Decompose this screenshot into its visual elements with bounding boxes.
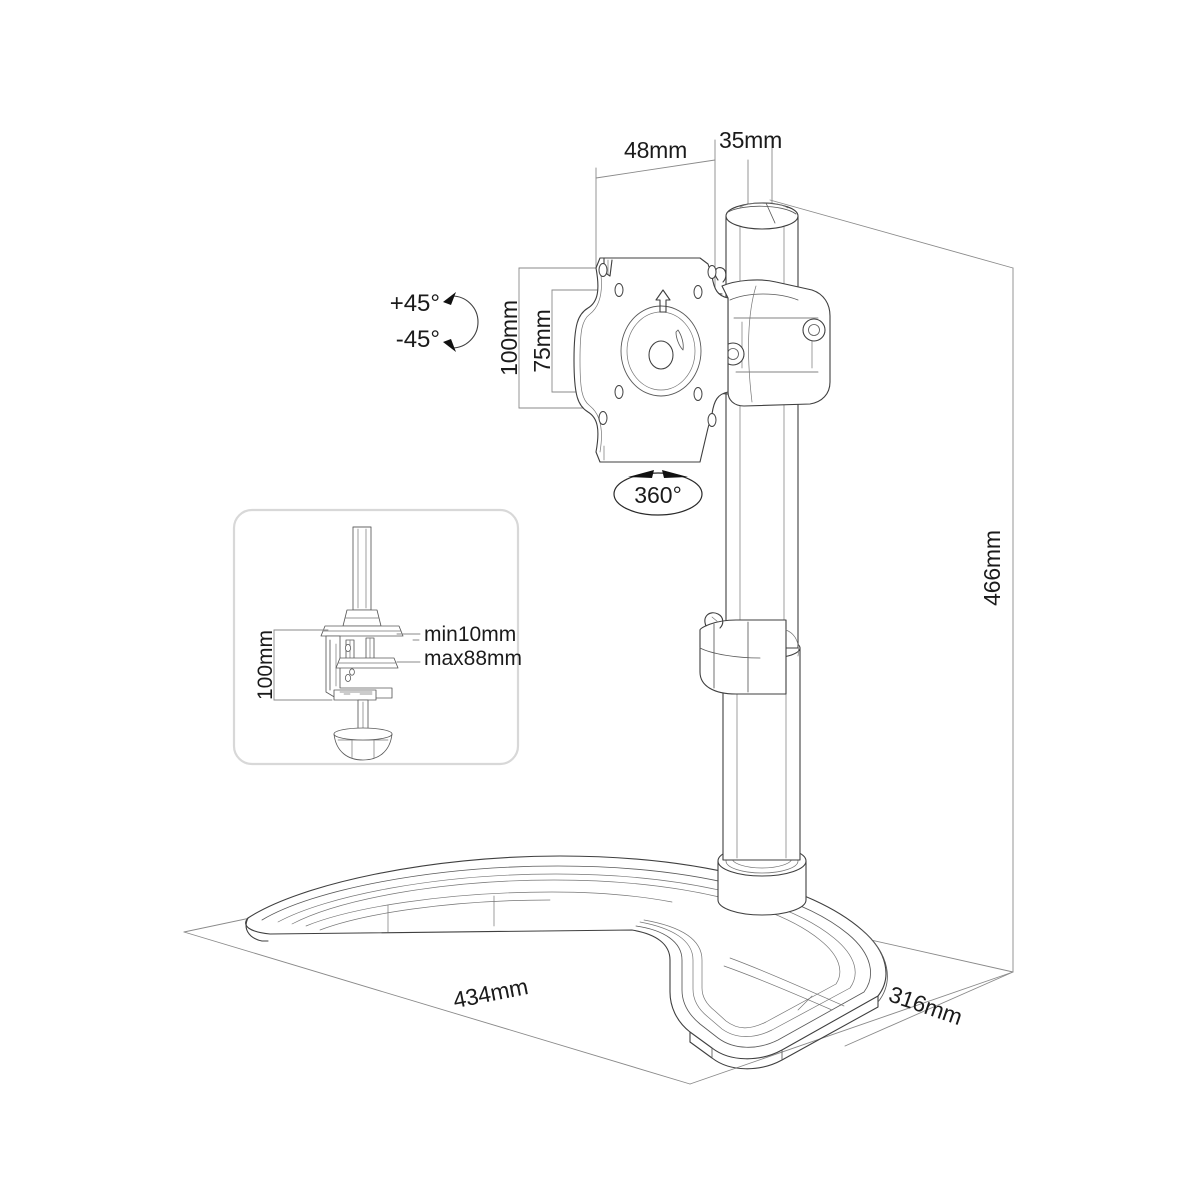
- inset-label-min10mm: min10mm: [424, 623, 516, 646]
- tilt-label-plus-45: +45°: [390, 290, 440, 317]
- up-arrow-marking: [655, 289, 671, 313]
- dim-label-48mm: 48mm: [624, 137, 687, 163]
- cable-clip: [699, 612, 799, 695]
- tilt-label-minus-45: -45°: [396, 326, 440, 353]
- tilt-head-assembly: [695, 267, 831, 407]
- clamp-detail-inset: 100mm min10mm max88mm: [232, 508, 522, 766]
- dim-label-434mm-width: 434mm: [451, 973, 530, 1013]
- dim-label-100mm-vesa: 100mm: [496, 300, 522, 376]
- rotation-badge: [613, 470, 703, 516]
- rotation-label-360: 360°: [634, 482, 682, 508]
- inset-dim-label-100mm: 100mm: [254, 630, 277, 700]
- dim-label-75mm-vesa: 75mm: [529, 309, 555, 372]
- vesa-plate: [573, 257, 729, 463]
- inset-label-max88mm: max88mm: [424, 647, 522, 670]
- dim-label-35mm: 35mm: [719, 127, 782, 153]
- inset-frame: [232, 508, 520, 766]
- dim-label-466mm-height: 466mm: [979, 530, 1005, 606]
- tilt-arc-indicator: [443, 292, 479, 352]
